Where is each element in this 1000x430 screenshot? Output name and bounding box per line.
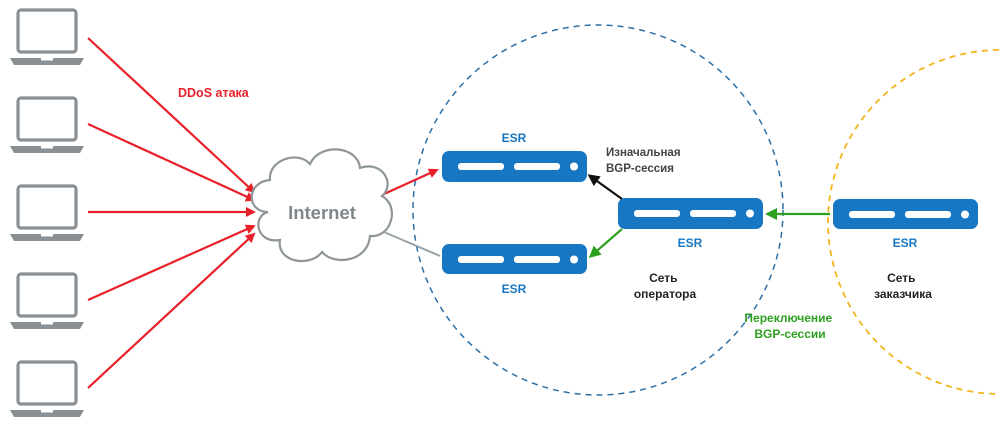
laptop-icon [10, 184, 84, 241]
esr-customer-label: ESR [893, 236, 918, 250]
esr-router-top: ESR [442, 131, 587, 182]
laptop-icon [10, 96, 84, 153]
switch-session-line1: Переключение [744, 311, 832, 325]
esr-router-customer: ESR [833, 199, 978, 250]
switch-session-line2: BGP-сессии [754, 327, 825, 341]
initial-session-line1: Изначальная [606, 147, 681, 159]
attacker-laptops [10, 8, 84, 417]
ddos-attack-label: DDoS атака [178, 86, 250, 100]
esr-top-label: ESR [502, 131, 527, 145]
esr-bottom-label: ESR [502, 282, 527, 296]
switched-bgp-arrow [588, 228, 623, 258]
customer-network-line1: Сеть [887, 271, 915, 285]
internet-link [383, 231, 441, 257]
operator-network-label: Сеть оператора [634, 271, 697, 301]
switch-session-label: Переключение BGP-сессии [744, 311, 835, 341]
laptop-icon [10, 360, 84, 417]
operator-network-line2: оператора [634, 287, 697, 301]
attack-arrow [87, 232, 256, 389]
internet-cloud: Internet [250, 148, 393, 262]
esr-router-operator: ESR [618, 198, 763, 250]
laptop-icon [10, 8, 84, 65]
operator-network-circle [412, 24, 784, 396]
attack-arrow [87, 122, 256, 202]
customer-network-label: Сеть заказчика [874, 271, 932, 301]
esr-router-bottom: ESR [442, 244, 587, 296]
attack-arrow-to-esr [383, 168, 439, 196]
ddos-attack-arrows [87, 37, 439, 389]
customer-network-circle [827, 49, 1000, 395]
internet-label: Internet [288, 202, 356, 223]
attack-arrow [87, 37, 256, 194]
customer-network-line2: заказчика [874, 287, 932, 301]
esr-operator-label: ESR [678, 236, 703, 250]
attack-arrow [87, 224, 256, 302]
initial-session-label: Изначальная BGP-сессия [606, 147, 684, 175]
cloud-icon [250, 148, 393, 262]
laptop-icon [10, 272, 84, 329]
initial-session-line2: BGP-сессия [606, 163, 674, 175]
initial-bgp-arrow [587, 174, 623, 200]
operator-network-line1: Сеть [649, 271, 677, 285]
